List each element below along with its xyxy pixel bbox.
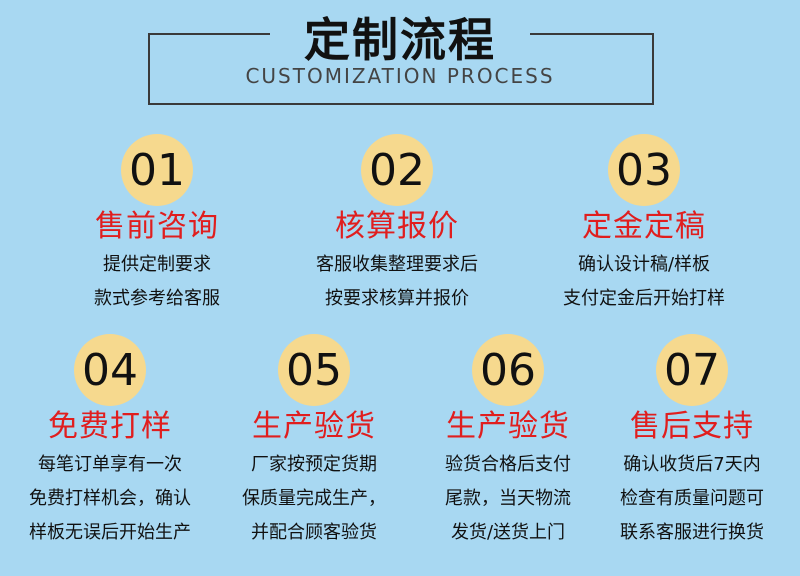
step-05: 05 生产验货 厂家按预定货期 保质量完成生产， 并配合顾客验货 — [204, 334, 424, 550]
step-number-badge: 02 — [361, 134, 433, 206]
step-number-badge: 01 — [121, 134, 193, 206]
step-02: 02 核算报价 客服收集整理要求后 按要求核算并报价 — [287, 134, 507, 316]
step-number-badge: 07 — [656, 334, 728, 406]
step-description-line: 支付定金后开始打样 — [563, 288, 725, 309]
step-description-line: 检查有质量问题可 — [620, 488, 764, 509]
step-number-badge: 04 — [74, 334, 146, 406]
step-number-badge: 03 — [608, 134, 680, 206]
header-frame-gap — [270, 28, 530, 40]
step-04: 04 免费打样 每笔订单享有一次 免费打样机会，确认 样板无误后开始生产 — [0, 334, 220, 550]
step-description-line: 样板无误后开始生产 — [29, 522, 191, 543]
step-number-badge: 06 — [472, 334, 544, 406]
step-description-line: 按要求核算并报价 — [325, 288, 469, 309]
step-description-line: 联系客服进行换货 — [620, 522, 764, 543]
page-subtitle: CUSTOMIZATION PROCESS — [245, 64, 555, 88]
step-description-line: 厂家按预定货期 — [251, 454, 377, 475]
step-description-line: 每笔订单享有一次 — [38, 454, 182, 475]
step-description-line: 提供定制要求 — [103, 254, 211, 275]
step-title: 定金定稿 — [582, 209, 706, 244]
step-description-line: 免费打样机会，确认 — [29, 488, 191, 509]
step-description-line: 验货合格后支付 — [445, 454, 571, 475]
step-title: 生产验货 — [252, 409, 376, 444]
step-description-line: 确认收货后7天内 — [623, 454, 761, 475]
step-title: 核算报价 — [335, 209, 459, 244]
step-description-line: 发货/送货上门 — [450, 522, 566, 543]
step-description-line: 保质量完成生产， — [242, 488, 386, 509]
step-07: 07 售后支持 确认收货后7天内 检查有质量问题可 联系客服进行换货 — [582, 334, 800, 550]
step-description-line: 款式参考给客服 — [94, 288, 220, 309]
step-description-line: 客服收集整理要求后 — [316, 254, 478, 275]
step-number-badge: 05 — [278, 334, 350, 406]
step-title: 售后支持 — [630, 409, 754, 444]
page-title: 定制流程 — [304, 13, 496, 67]
step-description-line: 尾款，当天物流 — [445, 488, 571, 509]
step-title: 生产验货 — [446, 409, 570, 444]
step-01: 01 售前咨询 提供定制要求 款式参考给客服 — [47, 134, 267, 316]
step-03: 03 定金定稿 确认设计稿/样板 支付定金后开始打样 — [534, 134, 754, 316]
step-title: 免费打样 — [48, 409, 172, 444]
step-description-line: 并配合顾客验货 — [251, 522, 377, 543]
step-description-line: 确认设计稿/样板 — [577, 254, 711, 275]
step-title: 售前咨询 — [95, 209, 219, 244]
step-06: 06 生产验货 验货合格后支付 尾款，当天物流 发货/送货上门 — [398, 334, 618, 550]
